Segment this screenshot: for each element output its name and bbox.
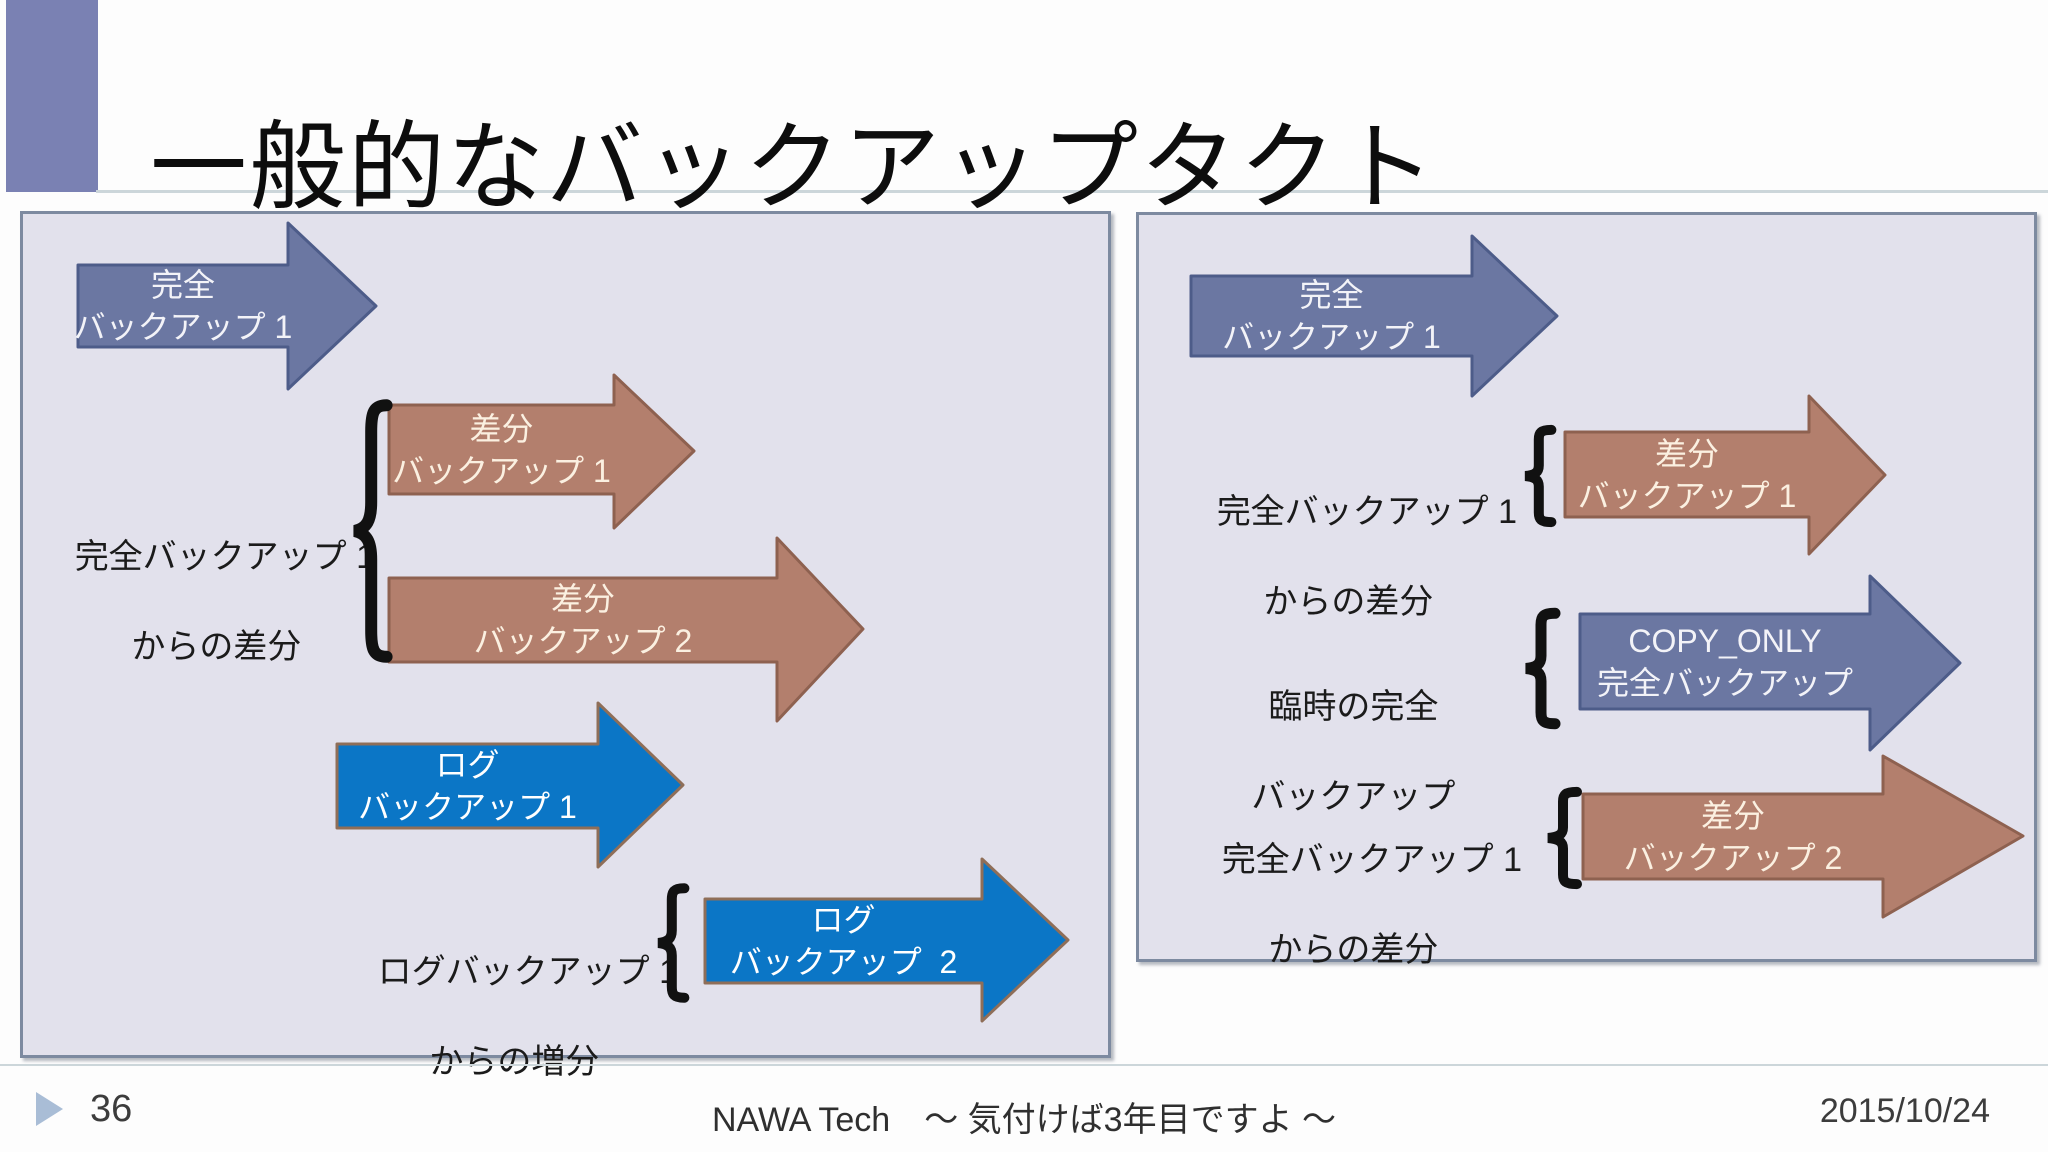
- arrow-label-line: ログ: [811, 902, 876, 938]
- arrow-diff-backup-2: 差分 バックアップ 2: [1581, 754, 2025, 919]
- arrow-label-line: バックアップ 1: [1222, 319, 1441, 355]
- label-diff-from-full-1: 完全バックアップ 1 からの差分: [1221, 841, 1523, 969]
- brace-icon: [1519, 611, 1559, 726]
- arrow-label-line: バックアップ 1: [392, 452, 611, 489]
- right-diagram-panel: 完全 バックアップ 1 差分 バックアップ 1 COPY_ONLY 完全バックア…: [1136, 212, 2037, 969]
- arrow-log-backup-2: ログ バックアップ 2: [703, 857, 1070, 1023]
- arrow-diff-backup-1: 差分 バックアップ 1: [387, 373, 696, 530]
- brace-icon: [1519, 428, 1555, 524]
- arrow-label-line: ログ: [435, 747, 500, 783]
- arrow-copy-only-full-backup: COPY_ONLY 完全バックアップ: [1578, 574, 1962, 752]
- arrow-diff-backup-2: 差分 バックアップ 2: [387, 536, 865, 723]
- arrow-label-line: 完全バックアップ: [1596, 664, 1853, 701]
- arrow-diff-backup-1: 差分 バックアップ 1: [1563, 394, 1887, 556]
- brace-icon: [652, 886, 688, 1000]
- footer-date: 2015/10/24: [1819, 1092, 1990, 1130]
- arrow-label-line: バックアップ 1: [73, 309, 293, 345]
- brace-icon: [1541, 790, 1581, 886]
- arrow-label-line: 差分: [469, 410, 534, 447]
- arrow-label-line: 完全: [1299, 277, 1364, 313]
- arrow-full-backup-1: 完全 バックアップ 1: [74, 221, 378, 391]
- arrow-label-line: 完全: [150, 267, 215, 303]
- arrow-log-backup-1: ログ バックアップ 1: [335, 701, 685, 869]
- page-number: 36: [90, 1088, 133, 1130]
- footer-triangle-icon: [36, 1092, 63, 1126]
- label-diff-from-full-1: 完全バックアップ 1 からの差分: [74, 538, 376, 666]
- title-accent-block: [6, 0, 98, 192]
- arrow-full-backup-1: 完全 バックアップ 1: [1189, 234, 1559, 398]
- arrow-label-line: バックアップ 2: [1623, 839, 1843, 876]
- footer-divider-line: [0, 1064, 2048, 1066]
- label-diff-from-full-1: 完全バックアップ 1 からの差分: [1216, 493, 1518, 621]
- arrow-label-line: COPY_ONLY: [1628, 622, 1822, 659]
- brace-icon: [347, 400, 391, 662]
- label-adhoc-full-backup: 臨時の完全 バックアップ: [1251, 688, 1456, 816]
- arrow-label-line: バックアップ 2: [473, 623, 693, 659]
- title-divider-line: [96, 190, 2048, 193]
- arrow-label-line: バックアップ 2: [729, 944, 958, 980]
- arrow-label-line: バックアップ 1: [358, 789, 577, 825]
- label-incr-from-log-1: ログバックアップ 1 からの増分: [377, 953, 679, 1081]
- arrow-label-line: 差分: [550, 581, 615, 617]
- arrow-label-line: 差分: [1654, 435, 1719, 472]
- page-title: 一般的なバックアップタクト: [150, 113, 1437, 223]
- arrow-label-line: バックアップ 1: [1577, 477, 1797, 514]
- left-diagram-panel: 完全 バックアップ 1 差分 バックアップ 1 差分 バックアップ 2 ログ バ…: [20, 211, 1111, 1081]
- arrow-label-line: 差分: [1700, 797, 1765, 834]
- footer-center-text: NAWA Tech ～ 気付けば3年目ですよ ～: [711, 1101, 1337, 1139]
